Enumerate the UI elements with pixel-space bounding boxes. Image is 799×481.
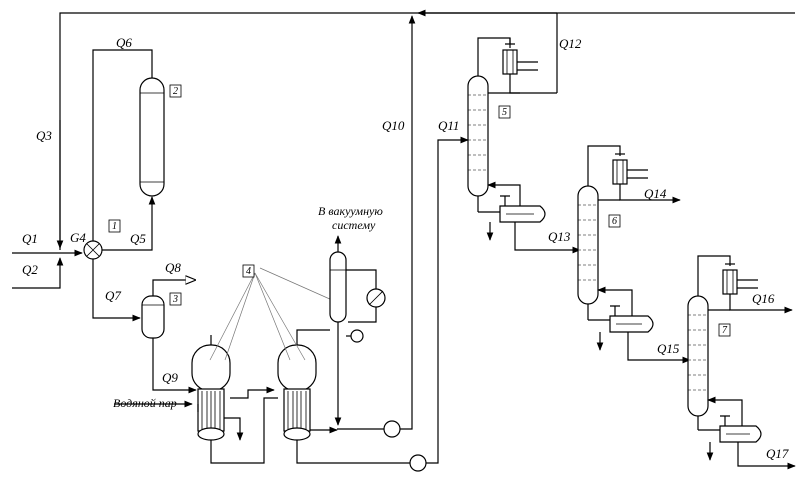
stream-label-q12: Q12 [559, 36, 582, 51]
stream-label-q3: Q3 [36, 128, 52, 143]
column-2 [139, 77, 165, 197]
stream-label-q8: Q8 [165, 260, 181, 275]
equipment-tag-1: 1 [108, 219, 121, 233]
equipment-tag-3: 3 [169, 292, 182, 306]
stream-label-g4: G4 [70, 230, 86, 245]
stream-label-q16: Q16 [752, 291, 775, 306]
column-7 [687, 255, 796, 470]
stream-label-q6: Q6 [116, 35, 132, 50]
column-5 [467, 37, 581, 254]
svg-text:1: 1 [112, 221, 117, 232]
steam-label: Водяной пар [113, 396, 177, 410]
stream-label-q15: Q15 [657, 341, 680, 356]
equipment-tag-2: 2 [169, 84, 182, 98]
column-6 [577, 145, 691, 364]
stream-label-q2: Q2 [22, 262, 38, 277]
svg-text:3: 3 [172, 294, 178, 305]
heat-exchanger-1 [83, 49, 156, 322]
recycle-line [56, 9, 795, 250]
reactor-4b [277, 344, 317, 441]
stream-label-q11: Q11 [438, 118, 459, 133]
stream-label-q14: Q14 [644, 186, 667, 201]
feed-lines [12, 249, 83, 289]
pump-q11 [409, 136, 469, 472]
svg-text:7: 7 [722, 325, 728, 336]
equipment-tags: 1 2 3 4 5 6 7 [108, 84, 731, 337]
equipment-tag-6: 6 [608, 214, 621, 228]
stream-label-q17: Q17 [766, 446, 789, 461]
vacuum-system-label-line1: В вакуумную [318, 204, 383, 218]
pump-q10 [337, 15, 416, 438]
stream-label-q9: Q9 [162, 370, 178, 385]
stream-label-q7: Q7 [105, 288, 121, 303]
stream-label-q1: Q1 [22, 231, 38, 246]
reactor-connections [114, 329, 410, 464]
separator-3 [141, 280, 197, 394]
vacuum-column [329, 235, 386, 426]
svg-text:5: 5 [502, 107, 507, 118]
svg-text:4: 4 [246, 266, 251, 277]
svg-text:2: 2 [173, 86, 178, 97]
vacuum-system-label-line2: систему [332, 218, 376, 232]
reactor-4a [191, 344, 244, 441]
equipment-tag-4: 4 [242, 264, 255, 278]
stream-label-q5: Q5 [130, 231, 146, 246]
svg-text:6: 6 [612, 216, 617, 227]
equipment-tag-7: 7 [718, 323, 731, 337]
stream-label-q10: Q10 [382, 118, 405, 133]
tag-4-leaders [209, 267, 333, 361]
equipment-tag-5: 5 [498, 105, 511, 119]
stream-label-q13: Q13 [548, 229, 571, 244]
